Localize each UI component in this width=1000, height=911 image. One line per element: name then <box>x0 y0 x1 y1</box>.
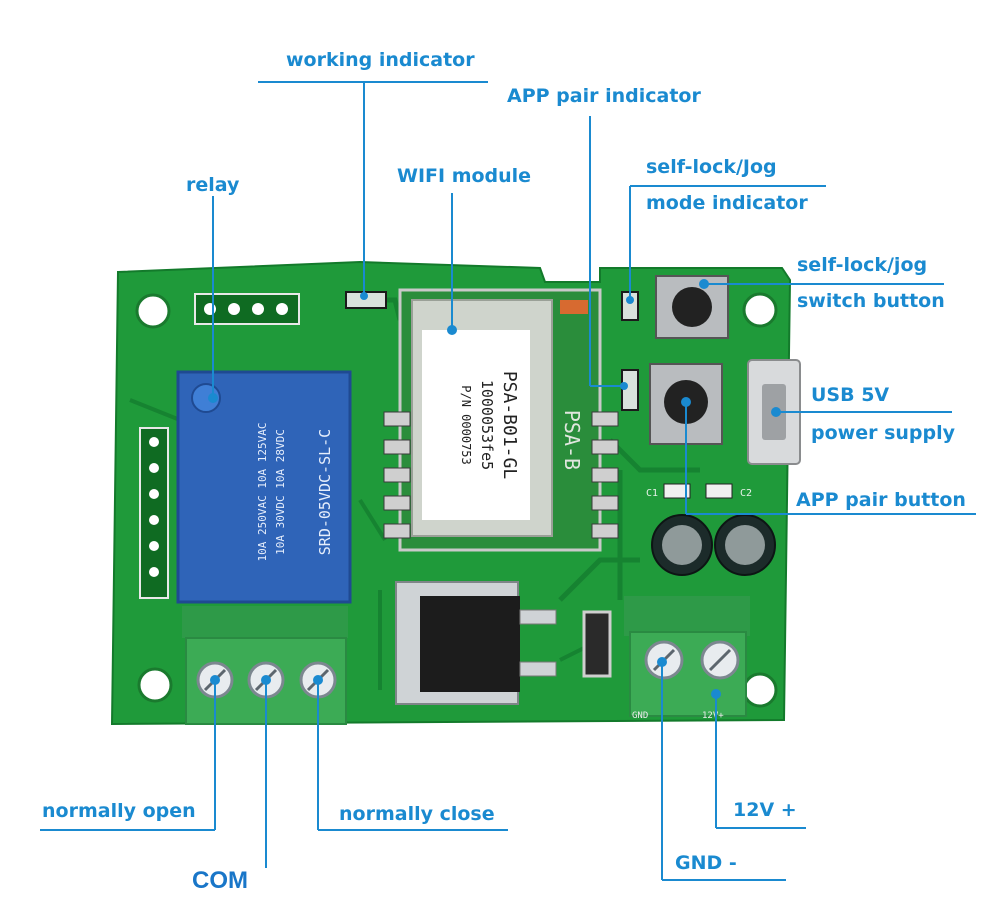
wifi-module-component: PSA-B01-GL 1000053fe5 P/N 0000753 PSA-B <box>383 288 619 552</box>
term-gnd-label: GND <box>632 711 648 721</box>
label-app-pair-indicator: APP pair indicator <box>507 85 701 107</box>
label-relay: relay <box>186 174 240 196</box>
wifi-id-text: 1000053fe5 <box>478 380 496 470</box>
left-header-pins <box>139 427 169 599</box>
label-selflock-mode-line2: mode indicator <box>646 192 808 214</box>
leader-lines <box>40 81 976 881</box>
label-selflock-mode-line1: self-lock/Jog <box>646 156 777 178</box>
cap-c2-label: C2 <box>740 488 752 499</box>
power-terminal-block: GND 12V+ <box>624 596 750 721</box>
leader-dots <box>208 279 781 699</box>
label-usb-line2: power supply <box>811 422 956 444</box>
relay-rating-1-text: 10A 250VAC 10A 125VAC <box>256 422 269 561</box>
label-app-pair-button: APP pair button <box>796 489 966 511</box>
label-selflock-switch-line2: switch button <box>797 290 945 312</box>
wifi-pn-text: P/N 0000753 <box>459 385 473 464</box>
label-12v-plus: 12V + <box>733 799 797 821</box>
relay-rating-2-text: 10A 30VDC 10A 28VDC <box>274 429 287 555</box>
relay-component: SRD-05VDC-SL-C 10A 250VAC 10A 125VAC 10A… <box>176 370 352 604</box>
label-normally-open: normally open <box>42 800 196 822</box>
term-12v-label: 12V+ <box>702 711 724 721</box>
label-com: COM <box>192 867 248 894</box>
electrolytic-capacitors <box>651 514 776 576</box>
label-working-indicator: working indicator <box>286 49 475 71</box>
label-usb-line1: USB 5V <box>811 384 890 406</box>
resistor-icon <box>560 300 588 314</box>
smd-capacitors: C1 C2 <box>646 483 752 499</box>
label-gnd-minus: GND - <box>675 852 737 874</box>
diode-icon <box>582 610 612 678</box>
label-selflock-switch-line1: self-lock/jog <box>797 254 928 276</box>
label-wifi-module: WIFI module <box>397 165 532 187</box>
top-header-pins <box>194 293 300 325</box>
voltage-regulator <box>395 581 557 705</box>
cap-c1-label: C1 <box>646 488 658 499</box>
app-pair-led <box>621 369 639 411</box>
relay-model-text: SRD-05VDC-SL-C <box>316 429 334 555</box>
wifi-model-text: PSA-B01-GL <box>499 371 520 480</box>
label-normally-close: normally close <box>339 803 495 825</box>
working-indicator-led <box>345 291 387 309</box>
wifi-shield-text: PSA-B <box>560 410 584 470</box>
selflock-switch-button-component <box>655 275 729 339</box>
